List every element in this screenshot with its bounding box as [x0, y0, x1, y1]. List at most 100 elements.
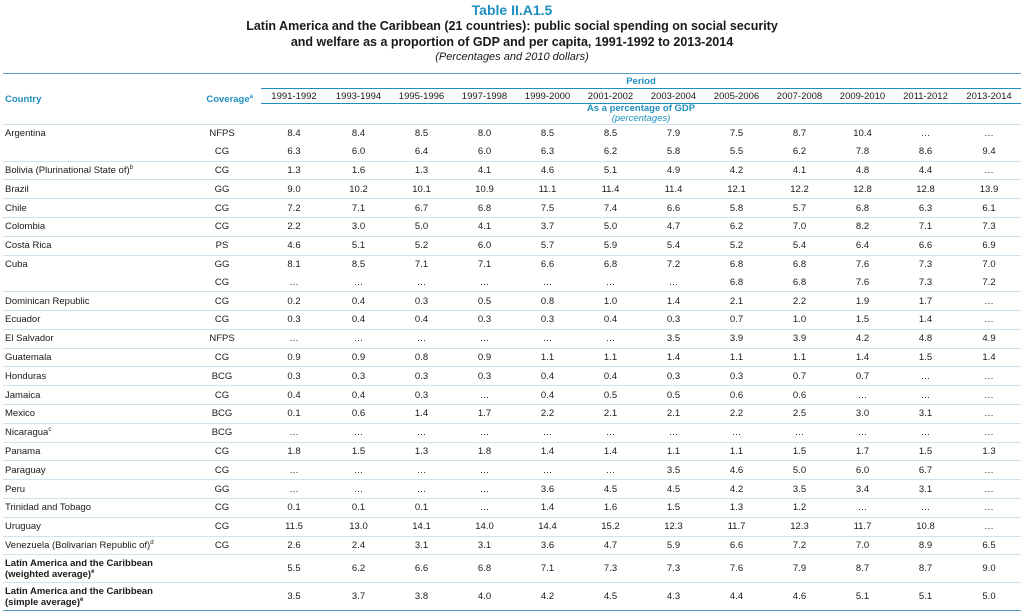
value-cell: 6.3 — [540, 146, 555, 158]
coverage-cell: CG — [183, 347, 261, 367]
value-cell: 6.6 — [894, 235, 957, 256]
value-cell: 0.8 — [516, 291, 579, 311]
value-cell: … — [353, 276, 364, 288]
value-cell: 0.3 — [453, 366, 516, 386]
country-cell: Brazil — [3, 179, 183, 199]
coverage-cell: GG — [183, 179, 261, 199]
value-cell: 7.0 — [768, 216, 831, 237]
value-cell: 0.3 — [642, 366, 705, 386]
value-cell: … — [768, 422, 831, 443]
value-cell: 8.7 — [831, 554, 894, 583]
value-cell: 2.2 — [261, 216, 327, 237]
value-cell: 11.7 — [705, 516, 768, 537]
value-cell: 11.1 — [516, 179, 579, 199]
value-cell: 5.1 — [831, 582, 894, 612]
country-cell: Venezuela (Bolivarian Republic of)d — [3, 535, 183, 555]
coverage-cell: BCG — [183, 403, 261, 424]
country-name: Cuba — [5, 258, 28, 270]
value-cell: … — [516, 328, 579, 349]
value-cell: 0.4 — [327, 385, 390, 405]
value-cell: 5.5 — [261, 554, 327, 583]
value-cell: 6.2 — [705, 216, 768, 237]
country-cell: Uruguay — [3, 516, 183, 537]
value-cell: 0.3 — [705, 366, 768, 386]
value-cell: 6.7 — [390, 198, 453, 218]
value-cell: 11.7 — [831, 516, 894, 537]
value-cell: 12.8 — [894, 179, 957, 199]
value-cell: 4.9 — [957, 328, 1021, 349]
value-cell: 1.3 — [705, 497, 768, 518]
value-cell: 4.5 — [579, 582, 642, 612]
value-cell: 1.3 — [957, 441, 1021, 461]
value-cell: … — [957, 497, 1021, 518]
value-cell: 0.1 — [261, 497, 327, 518]
value-cell: 14.0 — [453, 516, 516, 537]
value-cell: … — [261, 328, 327, 349]
value-cell: 1.3 — [390, 160, 453, 180]
value-cell: 8.7 — [894, 554, 957, 583]
value-cell: 6.8 — [453, 198, 516, 218]
country-name: Panama — [5, 445, 41, 457]
value-cell: 0.4 — [579, 309, 642, 330]
coverage-cell: GG — [183, 254, 261, 274]
aggregate-label-line2: (simple average)e — [5, 597, 181, 608]
value-cell: 6.6 — [705, 535, 768, 555]
value-cell: 1.3 — [261, 160, 327, 180]
value-cell: 1.3 — [390, 441, 453, 461]
value-cell: … — [390, 328, 453, 349]
value-cell: 5.7 — [768, 198, 831, 218]
value-cell: 1.1 — [768, 347, 831, 367]
value-cell: 7.2 — [261, 198, 327, 218]
value-cell: 0.1 — [327, 497, 390, 518]
value-cell: 3.8 — [390, 582, 453, 612]
coverage-cell: PS — [183, 235, 261, 256]
value-cell: 0.8 — [390, 347, 453, 367]
value-cell: … — [390, 479, 453, 499]
value-cell: … — [261, 422, 327, 443]
value-cell: 6.4 — [414, 146, 429, 158]
value-cell: … — [957, 123, 1021, 143]
value-cell: 15.2 — [579, 516, 642, 537]
value-cell: 0.5 — [579, 385, 642, 405]
value-cell: 5.2 — [705, 235, 768, 256]
value-cell: 6.8 — [729, 276, 744, 288]
value-cell: 6.8 — [705, 254, 768, 274]
value-cell: 3.5 — [642, 328, 705, 349]
value-cell: … — [705, 422, 768, 443]
value-cell: 7.4 — [579, 198, 642, 218]
value-cell: 8.5 — [390, 123, 453, 143]
value-cell: 6.6 — [390, 554, 453, 583]
aggregate-row: Latin America and the Caribbean(weighted… — [3, 554, 1021, 583]
value-cell: 1.8 — [261, 441, 327, 461]
value-cell: 9.0 — [261, 179, 327, 199]
value-cell: … — [579, 460, 642, 480]
country-cell — [3, 143, 183, 161]
country-name: Nicaragua — [5, 427, 49, 439]
value-cell: 0.1 — [261, 403, 327, 424]
value-cell: 4.2 — [516, 582, 579, 612]
value-cell: 3.7 — [516, 216, 579, 237]
value-cell: 3.4 — [831, 479, 894, 499]
value-cell: 6.0 — [453, 235, 516, 256]
value-cell: 6.8 — [579, 254, 642, 274]
value-cell: … — [894, 366, 957, 386]
coverage-cell: BCG — [183, 422, 261, 443]
coverage-cell: CG — [183, 309, 261, 330]
value-cell: 4.2 — [831, 328, 894, 349]
value-cell: 4.1 — [453, 216, 516, 237]
coverage-cell: CG — [183, 516, 261, 537]
value-cell: 5.5 — [729, 146, 744, 158]
country-name: Brazil — [5, 183, 29, 195]
value-cell: … — [327, 422, 390, 443]
value-cell: 0.7 — [768, 366, 831, 386]
value-cell: 4.7 — [579, 535, 642, 555]
column-header-year: 2009-2010 — [831, 88, 894, 104]
value-cell: 7.2 — [642, 254, 705, 274]
value-cell: 6.8 — [768, 254, 831, 274]
value-cell: … — [831, 422, 894, 443]
value-cell: 0.4 — [516, 366, 579, 386]
value-cell: 6.4 — [831, 235, 894, 256]
value-cell: 2.6 — [261, 535, 327, 555]
